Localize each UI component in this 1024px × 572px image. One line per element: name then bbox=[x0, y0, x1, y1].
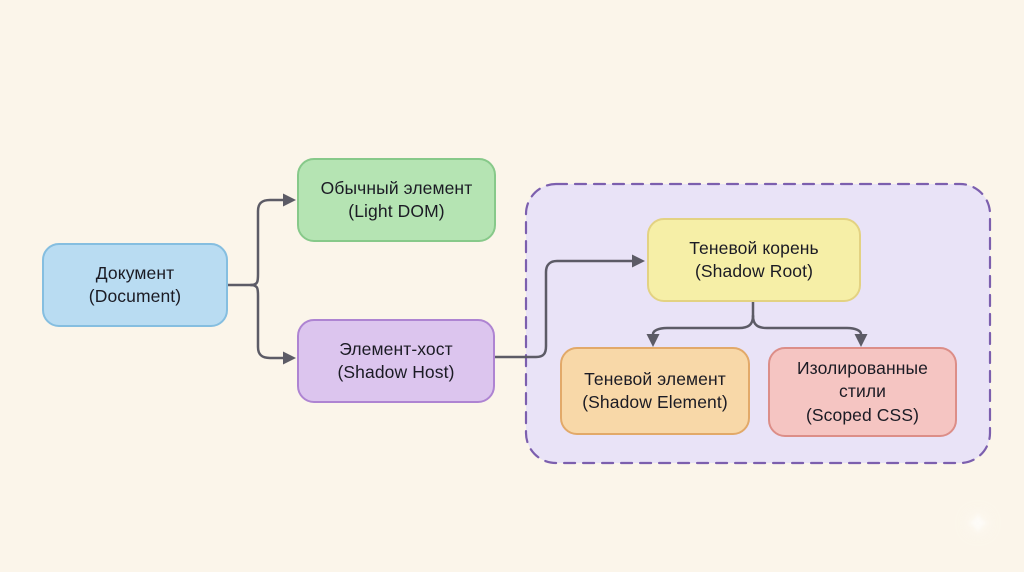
node-shadow-host-title: Элемент-хост bbox=[339, 338, 453, 359]
node-shadow-root: Теневой корень (Shadow Root) bbox=[647, 218, 861, 302]
node-scoped-css-title: Изолированные стили bbox=[797, 358, 928, 402]
node-shadow-host-subtitle: (Shadow Host) bbox=[337, 362, 455, 382]
node-document: Документ (Document) bbox=[42, 243, 228, 327]
node-light-dom-subtitle: (Light DOM) bbox=[348, 201, 445, 221]
edge-shadow-root-to-shadow-element bbox=[646, 314, 755, 347]
node-light-dom-title: Обычный элемент bbox=[320, 177, 473, 198]
node-scoped-css-subtitle: (Scoped CSS) bbox=[805, 404, 920, 425]
node-shadow-root-subtitle: (Shadow Root) bbox=[694, 261, 814, 281]
node-scoped-css: Изолированные стили (Scoped CSS) bbox=[768, 347, 957, 437]
edge-shadow-host-to-shadow-root bbox=[493, 254, 645, 359]
node-light-dom: Обычный элемент (Light DOM) bbox=[297, 158, 496, 242]
edge-shadow-root-to-scoped-css bbox=[751, 314, 868, 347]
node-shadow-element-title: Теневой элемент bbox=[584, 368, 726, 389]
node-document-subtitle: (Document) bbox=[88, 286, 182, 306]
node-shadow-element: Теневой элемент (Shadow Element) bbox=[560, 347, 750, 435]
node-shadow-root-title: Теневой корень bbox=[689, 237, 819, 258]
node-document-title: Документ bbox=[95, 262, 175, 283]
node-shadow-element-subtitle: (Shadow Element) bbox=[582, 392, 728, 412]
edge-document-to-shadow-host bbox=[249, 283, 296, 365]
edge-document-to-light-dom bbox=[249, 193, 296, 287]
node-shadow-host: Элемент-хост (Shadow Host) bbox=[297, 319, 495, 403]
